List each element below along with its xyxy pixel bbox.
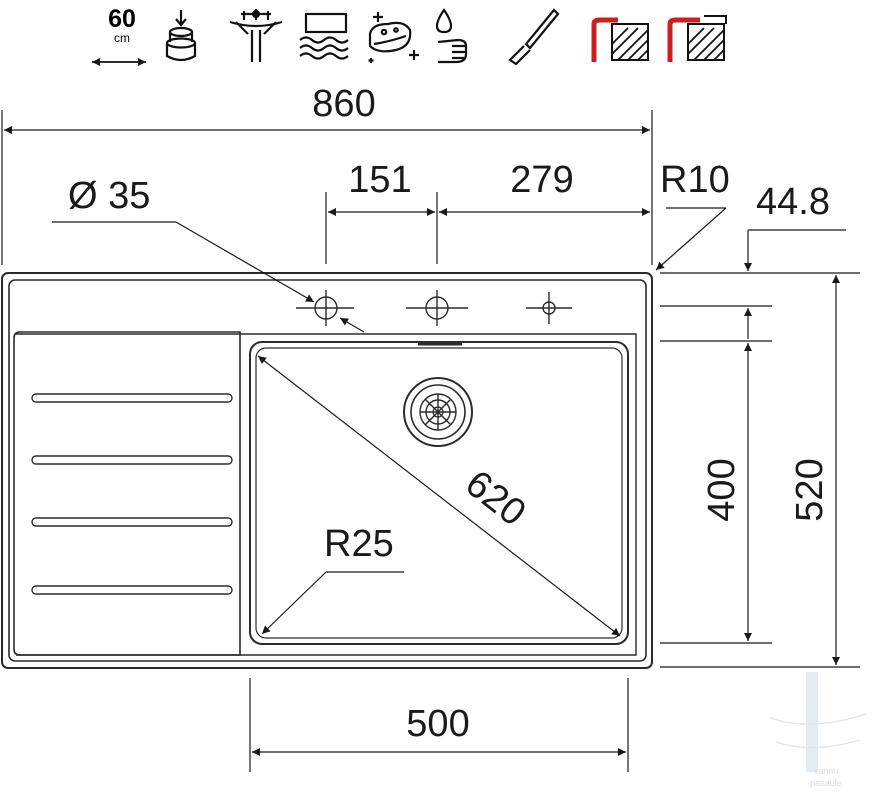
watermark-line1: vannu [814,766,839,776]
watermark-logo: vannu pasaule [769,672,867,788]
stainless-steel-icon [508,8,560,66]
bowl-depth-label: 400 [701,458,743,521]
bowl-width-label: 500 [406,703,469,745]
bowl-radius-label: R25 [324,523,394,565]
tap-to-edge-label: 279 [510,159,573,201]
overall-depth-label: 520 [789,458,831,521]
easy-clean-icon [368,12,419,63]
outer-radius-label: R10 [660,159,730,201]
sink-bowl [249,341,629,645]
drain-strainer [403,377,473,447]
tap-spacing-label: 151 [348,159,411,201]
flush-mount-icon [591,17,649,62]
bowl-diagonal-label: 620 [457,462,533,534]
cabinet-width-value: 60 [108,5,136,33]
cabinet-width-unit: cm [114,31,130,45]
tap-hole-diameter-label: Ø 35 [68,175,150,217]
feature-icon-row [92,8,560,66]
inset-mount-icon [165,10,197,62]
drainer-grooves [31,393,233,595]
cabinet-width-badge: 60 cm [92,6,152,66]
dimension-lines [1,110,860,772]
deck-depth-label: 44.8 [756,181,830,223]
tap-holes [296,290,572,326]
hygiene-icon [435,8,468,64]
undermount-icon [667,15,727,62]
overall-width-label: 860 [312,83,375,125]
deep-bowl-icon [299,12,349,60]
watermark-line2: pasaule [810,778,842,788]
tap-hole-icon [229,9,283,62]
sink-outline [1,272,653,669]
